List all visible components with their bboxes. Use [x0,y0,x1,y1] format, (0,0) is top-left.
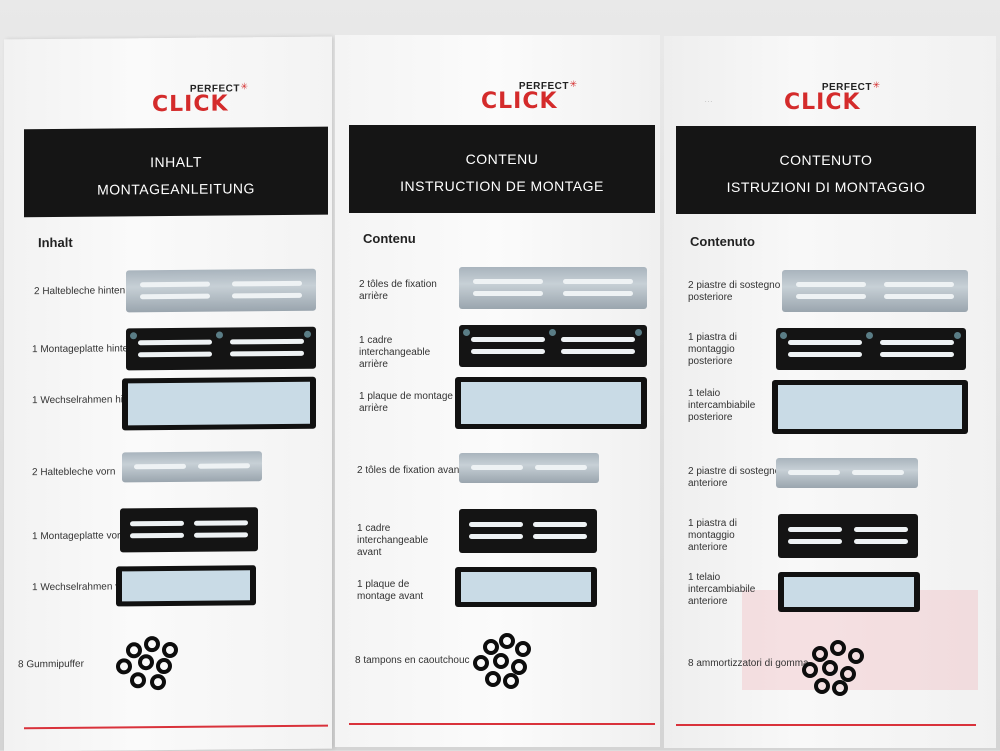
item-label: 1 plaque de montage arrière [359,391,453,414]
rear-frame-image [772,380,968,434]
front-holding-plates-image [122,451,262,483]
brand-main: CLICK [784,90,861,115]
item-label: 1 Montageplatte hinten [32,343,134,356]
rear-mounting-plate-image [126,326,316,371]
title-banner: CONTENUTO ISTRUZIONI DI MONTAGGIO [676,126,976,214]
show-through-print: … [704,94,713,104]
footer-rule [676,724,976,726]
front-mounting-plate-image [120,507,258,553]
title-banner: CONTENU INSTRUCTION DE MONTAGE [349,125,655,213]
rear-mounting-plate-image [776,328,966,370]
item-label: 8 ammortizzatori di gomma [688,658,809,669]
item-label: 8 tampons en caoutchouc [355,655,470,666]
contents-heading: Contenu [363,231,416,246]
brand-main: CLICK [481,89,558,114]
item-label: 1 telaio intercambiabile posteriore [688,388,756,423]
contents-heading: Contenuto [690,234,755,249]
rear-holding-plates-image [459,267,647,309]
rear-holding-plates-image [126,268,316,313]
banner-subtitle: INSTRUCTION DE MONTAGE [400,178,604,194]
item-label: 1 plaque de montage avant [357,579,424,602]
front-mounting-plate-image [778,514,918,558]
star-icon: ✳ [872,80,880,90]
star-icon: ✳ [569,79,577,89]
brand-logo: PERFECT ✳ CLICK [774,78,894,115]
item-label: 2 tôles de fixation avant [357,465,463,476]
banner-title: INHALT [150,153,202,171]
leaflet-panel-german: PERFECT ✳ CLICK INHALT MONTAGEANLEITUNG … [4,36,332,751]
brand-logo: PERFECT ✳ CLICK [471,77,591,114]
item-label: 2 Haltebleche hinten [34,285,126,298]
item-label: 1 Montageplatte vorn [32,530,126,543]
front-frame-image [455,567,597,607]
front-holding-plates-image [459,453,599,483]
item-label: 2 piastre di sostegno anteriore [688,466,781,489]
brand-top: PERFECT [518,81,569,92]
rear-frame-image [455,377,647,429]
leaflet-panel-italian: … PERFECT ✳ CLICK CONTENUTO ISTRUZIONI D… [664,36,996,748]
title-banner: INHALT MONTAGEANLEITUNG [24,126,328,218]
front-frame-image [116,565,256,607]
front-mounting-plate-image [459,509,597,553]
footer-rule [349,723,655,725]
brand-main: CLICK [152,91,229,118]
banner-title: CONTENU [465,151,539,167]
footer-rule [24,724,328,730]
item-label: 2 piastre di sostegno posteriore [688,280,781,303]
front-frame-image [778,572,920,612]
contents-heading: Inhalt [38,234,73,251]
banner-title: CONTENUTO [779,152,873,168]
brand-logo: PERFECT ✳ CLICK [142,79,262,118]
brand-top: PERFECT [821,82,872,93]
item-label: 8 Gummipuffer [18,658,84,671]
star-icon: ✳ [240,81,248,92]
banner-subtitle: ISTRUZIONI DI MONTAGGIO [726,179,926,195]
item-label: 2 Haltebleche vorn [32,466,116,479]
item-label: 1 cadre interchangeable arrière [359,335,431,370]
item-label: 1 cadre interchangeable avant [357,523,429,558]
rear-mounting-plate-image [459,325,647,367]
leaflet-panel-french: PERFECT ✳ CLICK CONTENU INSTRUCTION DE M… [335,35,660,747]
banner-subtitle: MONTAGEANLEITUNG [97,180,255,198]
front-holding-plates-image [776,458,918,488]
rear-holding-plates-image [782,270,968,312]
rear-frame-image [122,376,316,431]
item-label: 1 piastra di montaggio anteriore [688,518,737,553]
item-label: 1 telaio intercambiabile anteriore [688,572,756,607]
item-label: 2 tôles de fixation arrière [359,279,437,302]
item-label: 1 piastra di montaggio posteriore [688,332,737,367]
